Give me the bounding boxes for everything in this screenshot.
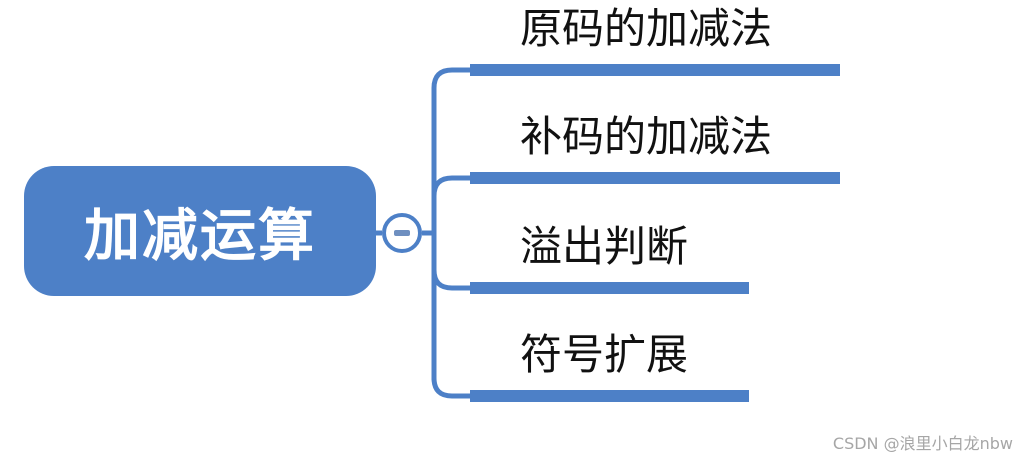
root-node[interactable]: 加减运算 [24, 166, 376, 296]
branch-1-label[interactable]: 原码的加减法 [520, 4, 773, 53]
branch-4-label[interactable]: 符号扩展 [520, 330, 689, 379]
branch-1-underline [470, 64, 840, 76]
connector-branch-2 [431, 175, 472, 197]
branch-3-underline [470, 282, 749, 294]
minus-icon [394, 230, 410, 236]
connector-branch-3 [431, 269, 472, 291]
branch-4-underline [470, 390, 749, 402]
connector-branch-4 [431, 377, 472, 399]
watermark: CSDN @浪里小白龙nbw [832, 434, 1013, 453]
branch-2-label[interactable]: 补码的加减法 [520, 112, 773, 161]
root-node-label: 加减运算 [84, 203, 316, 269]
connector-branch-1 [431, 67, 472, 89]
collapse-toggle-button[interactable] [382, 213, 422, 253]
branch-2-underline [470, 172, 840, 184]
branch-3-label[interactable]: 溢出判断 [520, 222, 689, 271]
